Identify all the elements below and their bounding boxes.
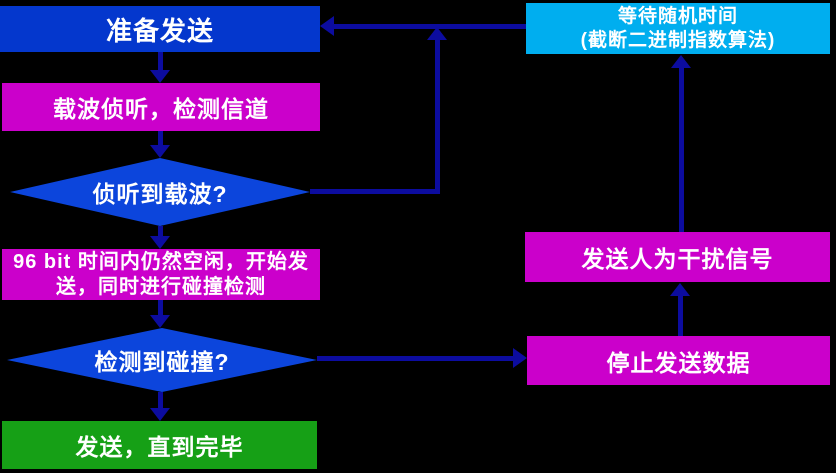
arrow-shaft — [310, 189, 437, 194]
node-jam-signal-label: 发送人为干扰信号 — [581, 246, 774, 272]
node-idle-start-send-line2: 送，同时进行碰撞检测 — [56, 275, 266, 298]
node-send-until-done: 发送，直到完毕 — [2, 421, 317, 469]
node-wait-random-time: 等待随机时间 (截断二进制指数算法) — [526, 3, 830, 54]
node-idle-start-send: 96 bit 时间内仍然空闲，开始发 送，同时进行碰撞检测 — [2, 249, 320, 300]
arrow-shaft — [317, 356, 513, 361]
node-wait-random-time-line2: (截断二进制指数算法) — [580, 29, 776, 51]
arrowhead-down — [150, 315, 170, 328]
node-prepare-send: 准备发送 — [0, 6, 320, 52]
node-send-until-done-label: 发送，直到完毕 — [75, 434, 244, 460]
decision-collision-detected: 检测到碰撞? — [7, 328, 317, 392]
arrowhead-up — [427, 27, 447, 40]
arrow-shaft — [679, 68, 684, 232]
node-carrier-sense-label: 载波侦听，检测信道 — [53, 96, 269, 122]
node-stop-sending: 停止发送数据 — [527, 336, 830, 385]
decision-carrier-detected-label: 侦听到载波? — [92, 181, 228, 207]
arrowhead-up — [671, 55, 691, 68]
arrow-shaft — [158, 52, 163, 72]
node-wait-random-time-line1: 等待随机时间 — [617, 5, 738, 27]
arrowhead-down — [150, 70, 170, 83]
decision-collision-detected-label: 检测到碰撞? — [94, 349, 230, 375]
arrow-shaft — [678, 296, 683, 336]
arrow-shaft — [334, 24, 526, 29]
arrowhead-down — [150, 236, 170, 249]
node-carrier-sense: 载波侦听，检测信道 — [2, 83, 320, 131]
arrowhead-down — [150, 408, 170, 421]
arrowhead-down — [150, 145, 170, 158]
arrowhead-left — [320, 16, 334, 36]
arrowhead-right — [513, 348, 527, 368]
arrow-shaft — [158, 226, 163, 238]
arrow-shaft — [435, 40, 440, 194]
node-jam-signal: 发送人为干扰信号 — [525, 232, 830, 282]
decision-carrier-detected: 侦听到载波? — [10, 158, 310, 226]
node-prepare-send-label: 准备发送 — [105, 15, 214, 46]
node-idle-start-send-line1: 96 bit 时间内仍然空闲，开始发 — [13, 250, 309, 273]
arrowhead-up — [670, 283, 690, 296]
arrow-shaft — [158, 300, 163, 317]
arrow-shaft — [158, 131, 163, 147]
arrow-shaft — [158, 392, 163, 409]
node-stop-sending-label: 停止发送数据 — [606, 349, 751, 376]
